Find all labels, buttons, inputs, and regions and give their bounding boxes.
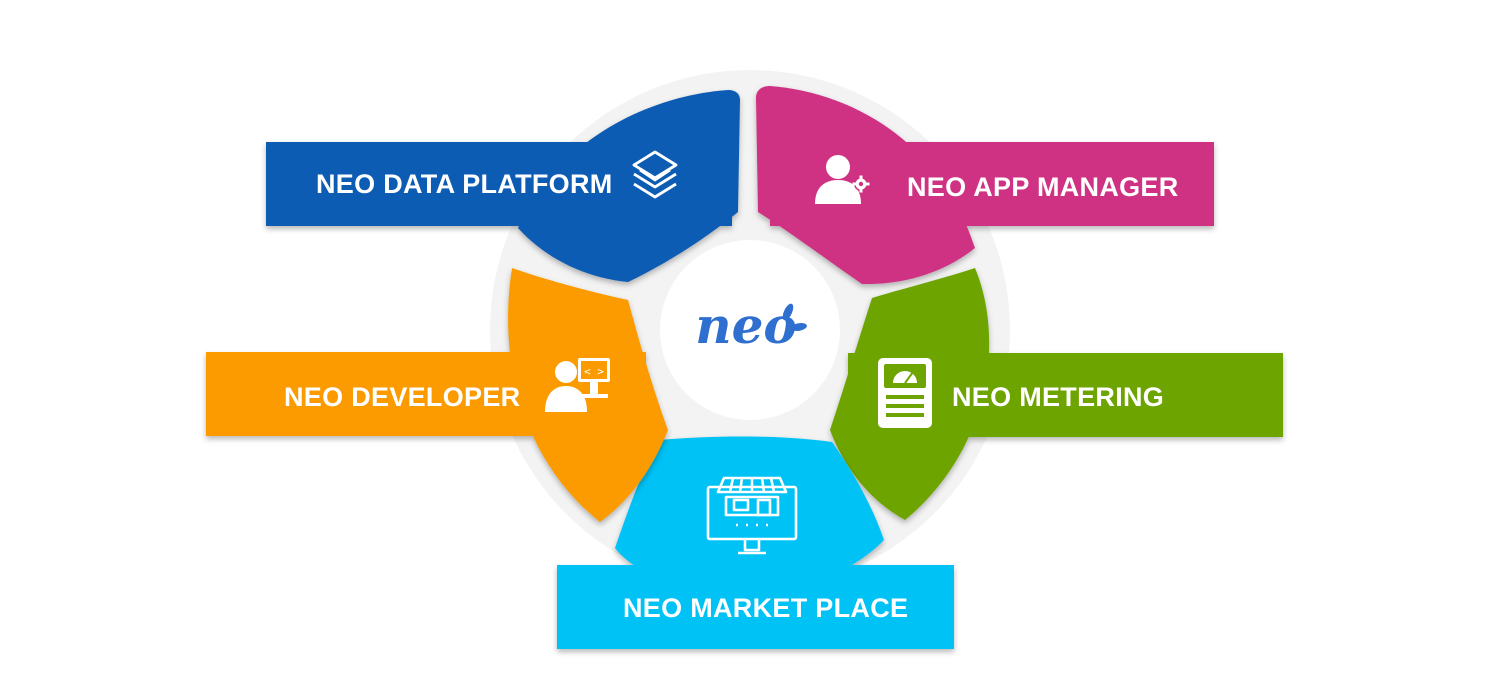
user-gear-icon <box>815 155 870 204</box>
neo-logo: neo <box>695 296 807 355</box>
svg-text:< >: < > <box>584 365 604 378</box>
layers-icon <box>632 150 678 199</box>
market-place-banner <box>557 565 954 649</box>
storefront-monitor-icon <box>706 476 798 555</box>
neo-logo-sparks-icon <box>782 303 807 331</box>
market-place-label: NEO MARKET PLACE <box>623 593 908 623</box>
app-manager-label: NEO APP MANAGER <box>907 172 1179 202</box>
developer-icon: < > <box>545 358 610 412</box>
metering-label: NEO METERING <box>952 382 1164 412</box>
neo-logo-text: neo <box>695 296 797 355</box>
data-platform-banner <box>266 142 732 226</box>
developer-label: NEO DEVELOPER <box>284 382 520 412</box>
meter-icon <box>878 358 932 428</box>
center-hub <box>660 240 840 420</box>
data-platform-label: NEO DATA PLATFORM <box>316 169 613 199</box>
segment-data-platform[interactable] <box>266 90 740 282</box>
